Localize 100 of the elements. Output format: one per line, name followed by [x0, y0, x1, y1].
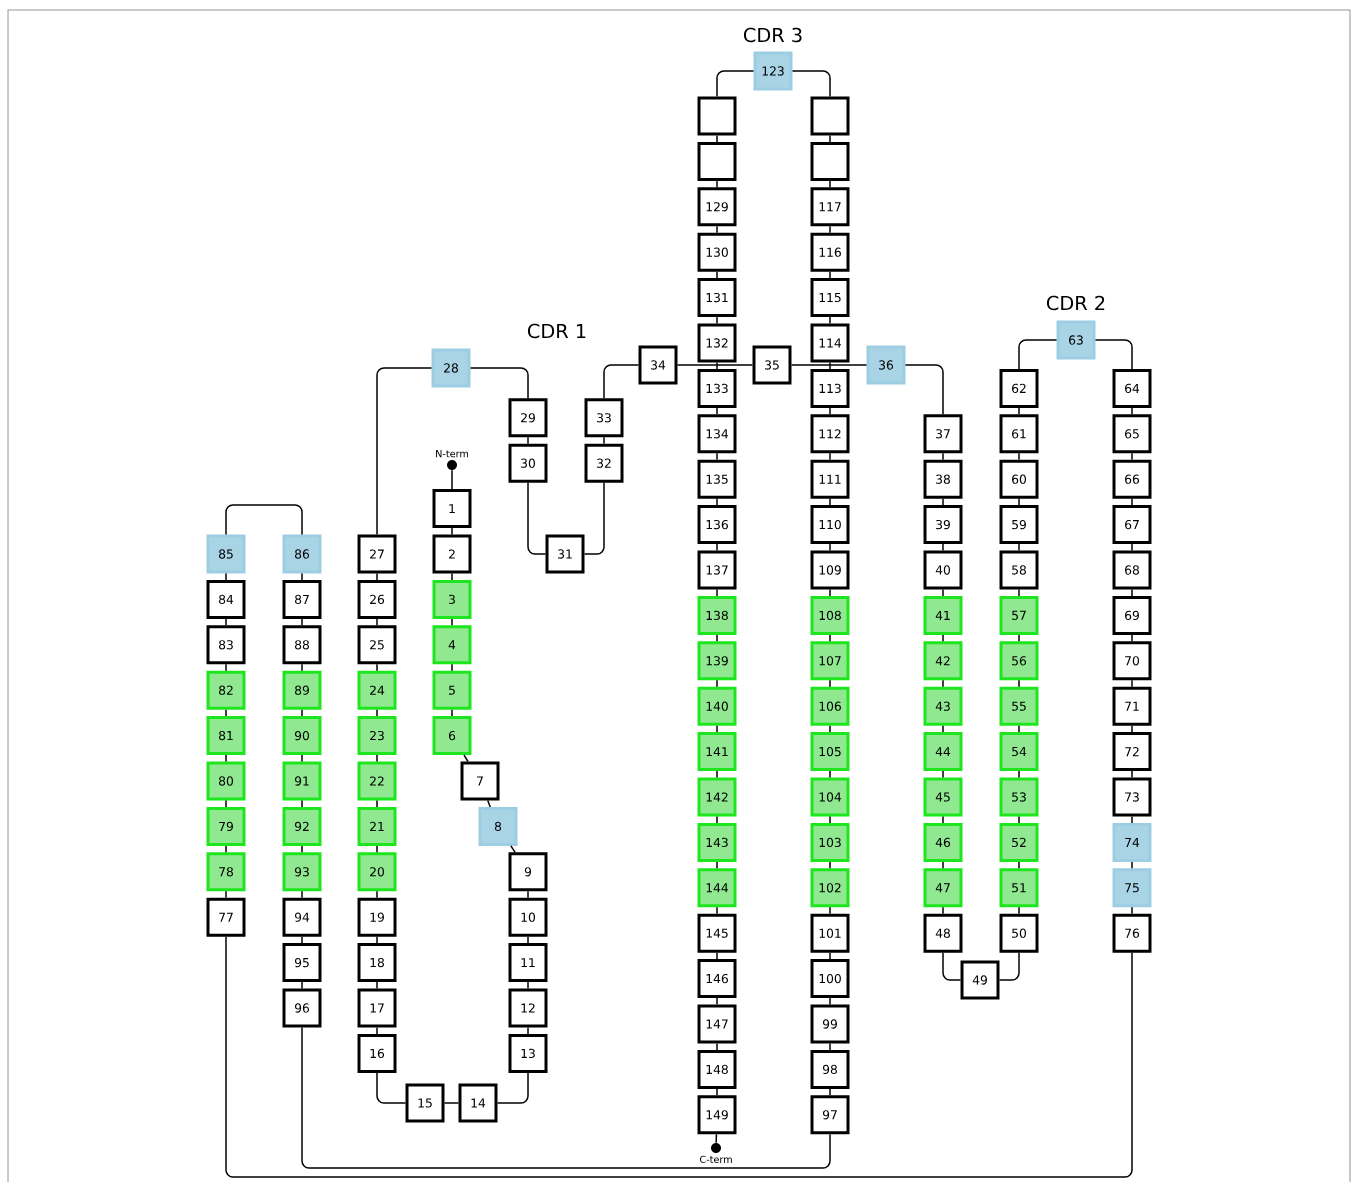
residue-box: 11 — [508, 943, 548, 983]
connector-line — [376, 367, 433, 536]
residue-box: 86 — [282, 534, 322, 574]
connector-line — [225, 799, 227, 808]
residue-box: 19 — [357, 897, 397, 937]
connector-line — [443, 1102, 460, 1104]
residue-box: 73 — [1112, 777, 1152, 817]
residue-box: 51 — [999, 868, 1039, 908]
connector-line — [829, 270, 831, 279]
residue-box: 106 — [810, 686, 850, 726]
connector-line — [527, 981, 529, 990]
residue-box: 142 — [697, 777, 737, 817]
connector-line — [527, 481, 547, 555]
residue-box: 99 — [810, 1004, 850, 1044]
residue-box: 98 — [810, 1049, 850, 1089]
connector-line — [301, 754, 303, 763]
residue-box: 91 — [282, 761, 322, 801]
connector-line — [829, 815, 831, 824]
connector-line — [791, 70, 831, 98]
empty-residue-box — [697, 96, 737, 136]
residue-box: 137 — [697, 550, 737, 590]
connector-line — [904, 364, 944, 416]
connector-line — [829, 861, 831, 870]
residue-box: 26 — [357, 579, 397, 619]
residue-box: 9 — [508, 852, 548, 892]
connector-line — [942, 497, 944, 506]
connector-line — [1018, 815, 1020, 824]
residue-box: 141 — [697, 732, 737, 772]
connector-line — [716, 180, 718, 189]
residue-box: 103 — [810, 822, 850, 862]
connector-line — [1131, 724, 1133, 733]
connector-line — [225, 618, 227, 627]
connector-line — [942, 724, 944, 733]
connector-line — [301, 935, 303, 944]
connector-line — [1131, 497, 1133, 506]
connector-line — [469, 367, 529, 400]
connector-line — [225, 663, 227, 672]
connector-line — [301, 1026, 831, 1169]
connector-line — [716, 951, 718, 960]
connector-line — [1018, 861, 1020, 870]
connector-line — [1131, 861, 1133, 870]
residue-box: 36 — [866, 345, 906, 385]
residue-box: 50 — [999, 913, 1039, 953]
connector-line — [716, 1042, 718, 1051]
connector-line — [225, 708, 227, 717]
residue-box: 65 — [1112, 414, 1152, 454]
residue-box: 67 — [1112, 505, 1152, 545]
residue-box: 31 — [545, 534, 585, 574]
connector-line — [225, 754, 227, 763]
connector-line — [716, 861, 718, 870]
connector-line — [451, 469, 453, 490]
terminus-label: N-term — [436, 450, 469, 458]
residue-box: 113 — [810, 368, 850, 408]
residue-box: 78 — [206, 852, 246, 892]
connector-line — [716, 497, 718, 506]
connector-line — [225, 935, 1133, 1178]
residue-box: 84 — [206, 579, 246, 619]
connector-line — [1018, 770, 1020, 779]
connector-line — [716, 543, 718, 552]
residue-box: 87 — [282, 579, 322, 619]
residue-box: 4 — [432, 625, 472, 665]
connector-line — [1018, 543, 1020, 552]
connector-line — [376, 890, 378, 899]
residue-box: 130 — [697, 232, 737, 272]
connector-line — [942, 951, 962, 981]
residue-box: 32 — [584, 443, 624, 483]
residue-box: 58 — [999, 550, 1039, 590]
connector-line — [376, 981, 378, 990]
residue-box: 71 — [1112, 686, 1152, 726]
connector-line — [829, 180, 831, 189]
connector-line — [510, 845, 516, 854]
residue-box: 25 — [357, 625, 397, 665]
residue-box: 80 — [206, 761, 246, 801]
residue-box: 97 — [810, 1095, 850, 1135]
connector-line — [1131, 407, 1133, 416]
residue-box: 96 — [282, 988, 322, 1028]
residue-box: 94 — [282, 897, 322, 937]
residue-box: 74 — [1112, 822, 1152, 862]
connector-line — [376, 935, 378, 944]
connector-line — [829, 679, 831, 688]
residue-box: 62 — [999, 368, 1039, 408]
residue-box: 17 — [357, 988, 397, 1028]
connector-line — [301, 799, 303, 808]
connector-line — [942, 543, 944, 552]
residue-box: 108 — [810, 595, 850, 635]
residue-box: 29 — [508, 398, 548, 438]
connector-line — [715, 1133, 718, 1144]
connector-line — [487, 799, 492, 808]
connector-line — [496, 1072, 529, 1104]
residue-box: 110 — [810, 505, 850, 545]
region-label: CDR 3 — [743, 27, 802, 43]
connector-line — [942, 588, 944, 597]
residue-box: 45 — [923, 777, 963, 817]
residue-box: 12 — [508, 988, 548, 1028]
residue-box: 133 — [697, 368, 737, 408]
connector-line — [225, 845, 227, 854]
residue-box: 88 — [282, 625, 322, 665]
connector-line — [716, 634, 718, 643]
connector-line — [716, 679, 718, 688]
connector-line — [376, 663, 378, 672]
